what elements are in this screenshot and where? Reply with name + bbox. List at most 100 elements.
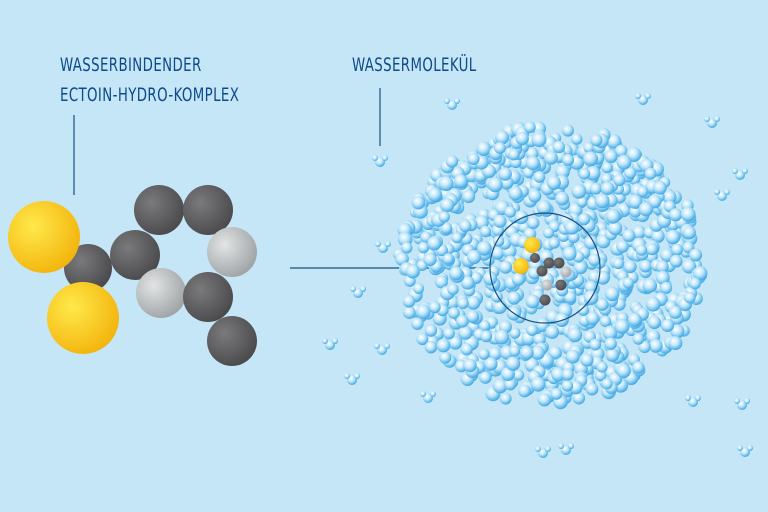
hydrogen-atom [732, 168, 738, 174]
carbon-atom [207, 316, 257, 366]
hydrogen-atom [430, 391, 436, 397]
water-bubble [561, 380, 574, 392]
hydrogen-atom [744, 398, 750, 404]
water-bubble [594, 193, 610, 209]
water-bubble [543, 227, 554, 239]
water-bubble [578, 168, 591, 180]
atom [539, 294, 551, 306]
carbon-atom [110, 230, 160, 280]
water-bubble [604, 149, 618, 163]
magnifier-circle [489, 212, 601, 324]
hydrogen-atom [344, 373, 350, 379]
water-bubble [671, 243, 683, 256]
water-bubble [411, 196, 426, 210]
water-bubble [508, 186, 523, 201]
water-bubble [536, 200, 552, 215]
water-bubble [562, 154, 575, 166]
water-bubble [495, 130, 509, 145]
water-bubble [578, 213, 591, 226]
water-bubble [571, 133, 583, 145]
water-bubble [528, 189, 542, 203]
water-bubble [531, 132, 547, 148]
water-bubble [554, 312, 569, 327]
water-bubble [681, 259, 697, 274]
hydrogen-atom [737, 445, 743, 451]
water-bubble [505, 356, 521, 371]
water-bubble [552, 140, 566, 154]
water-bubble [689, 277, 701, 290]
hydrogen-atom [350, 286, 356, 292]
water-bubble [577, 304, 589, 317]
water-bubble [622, 229, 636, 243]
water-bubble [562, 246, 577, 261]
water-bubble [402, 295, 416, 308]
hydrogen-atom [454, 98, 460, 104]
water-bubble [484, 357, 498, 371]
water-bubble [417, 241, 430, 254]
water-bubble [669, 254, 683, 268]
water-bubble [445, 155, 459, 168]
water-bubble [427, 187, 442, 202]
hydrogen-atom [734, 398, 740, 404]
water-bubble [605, 208, 621, 224]
hydrogen-atom [375, 241, 381, 247]
oxygen-atom [47, 282, 119, 354]
water-bubble [479, 225, 492, 238]
atom [553, 257, 565, 269]
water-bubble [546, 175, 561, 190]
water-bubble [548, 237, 560, 249]
carbon-atom [64, 244, 112, 292]
water-bubble [480, 330, 493, 343]
hydrogen-atom [384, 343, 390, 349]
water-bubble [427, 236, 442, 251]
water-bubble [616, 363, 631, 379]
water-bubble [530, 377, 546, 392]
hydrogen-atom [372, 155, 378, 161]
water-bubble [647, 315, 661, 330]
water-bubble [645, 243, 659, 256]
water-bubble [403, 306, 416, 319]
water-bubble [665, 229, 681, 245]
water-bubble [645, 296, 661, 312]
water-bubble [565, 349, 580, 364]
water-bubble [448, 336, 463, 350]
water-bubble [660, 281, 673, 294]
water-bubble [668, 336, 683, 351]
water-bubble [662, 190, 677, 205]
water-bubble [416, 333, 429, 346]
water-bubble [525, 294, 540, 309]
water-bubble [583, 151, 599, 167]
water-bubble [585, 311, 600, 326]
carbon-atom [183, 185, 233, 235]
water-bubble [632, 225, 646, 240]
water-bubble [564, 220, 580, 235]
water-bubble [561, 124, 575, 137]
water-bubble [520, 346, 534, 360]
water-bubble [601, 378, 613, 390]
water-bubble [499, 392, 512, 405]
atom [543, 257, 555, 269]
water-bubble [580, 353, 594, 367]
water-bubble [616, 154, 632, 170]
water-bubble [613, 173, 626, 187]
water-bubble [639, 259, 652, 273]
water-bubble [637, 186, 649, 198]
water-bubble [605, 348, 620, 362]
hydrogen-atom [360, 286, 366, 292]
nitrogen-atom [207, 227, 257, 277]
water-bubble [411, 317, 424, 330]
water-bubble [507, 291, 521, 305]
water-bubble [515, 131, 529, 146]
water-bubble [535, 317, 550, 332]
water-bubble [498, 167, 512, 181]
water-bubble [614, 319, 630, 334]
water-bubble [684, 291, 696, 304]
atom [541, 279, 553, 291]
hydrogen-atom [685, 395, 691, 401]
water-bubble [533, 171, 546, 183]
water-bubble [670, 324, 685, 339]
water-bubble [479, 320, 491, 332]
water-bubble [449, 266, 463, 281]
water-molecule-cluster [322, 93, 753, 458]
